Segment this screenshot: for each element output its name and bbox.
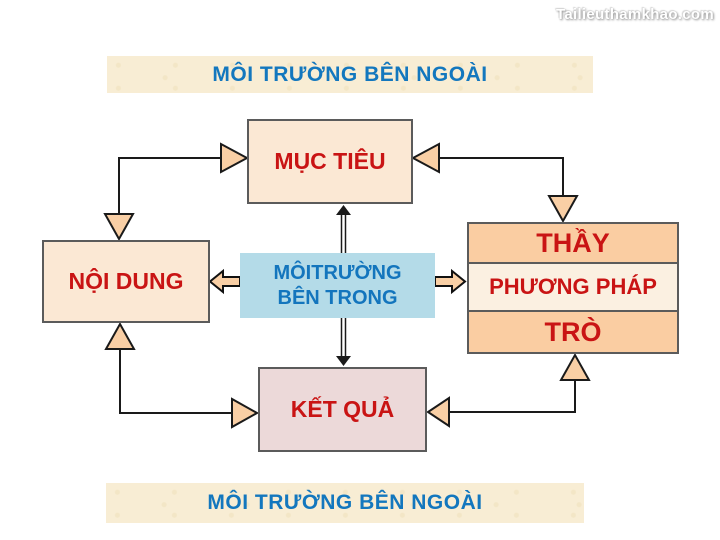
node-ket-qua: KẾT QUẢ — [258, 367, 427, 452]
node-noi-dung: NỘI DUNG — [42, 240, 210, 323]
banner-external-environment-bottom: MÔI TRƯỜNG BÊN NGOÀI — [106, 483, 584, 523]
arrowhead-up-into-tro-icon — [559, 352, 591, 381]
watermark: Tailieuthamkhao.com — [556, 6, 714, 23]
connector-muctieu-thay — [438, 157, 564, 197]
banner-top-label: MÔI TRƯỜNG BÊN NGOÀI — [212, 62, 488, 86]
connector-noidung-ketqua — [119, 348, 232, 414]
node-stack-thay-phuongphap-tro: THẦY PHƯƠNG PHÁP TRÒ — [467, 222, 679, 354]
node-tro: TRÒ — [469, 312, 677, 352]
arrowhead-down-into-noidung-icon — [103, 213, 135, 242]
node-phuong-phap: PHƯƠNG PHÁP — [469, 262, 677, 312]
noi-dung-label: NỘI DUNG — [68, 268, 184, 294]
arrowhead-up-into-muctieu-icon — [336, 205, 351, 215]
banner-external-environment-top: MÔI TRƯỜNG BÊN NGOÀI — [107, 56, 593, 93]
tro-label: TRÒ — [544, 316, 602, 347]
node-thay: THẦY — [469, 224, 677, 262]
arrowhead-up-into-noidung-icon — [104, 321, 136, 350]
moi-truong-ben-trong-line2: BÊN TRONG — [277, 286, 398, 309]
node-muc-tieu: MỤC TIÊU — [247, 119, 413, 204]
phuong-phap-label: PHƯƠNG PHÁP — [489, 274, 657, 299]
node-moi-truong-ben-trong: MÔITRƯỜNG BÊN TRONG — [240, 253, 435, 318]
arrowhead-down-into-thay-icon — [547, 195, 579, 224]
arrowhead-left-into-muctieu-icon — [410, 142, 440, 174]
arrowhead-right-into-ketqua-icon — [231, 397, 260, 429]
ket-qua-label: KẾT QUẢ — [290, 396, 395, 422]
block-arrow-right-icon — [434, 268, 467, 295]
muc-tieu-label: MỤC TIÊU — [274, 148, 386, 174]
connector-muctieu-noidung — [118, 157, 222, 216]
block-arrow-left-icon — [208, 268, 241, 295]
arrowhead-right-into-muctieu-icon — [220, 142, 250, 174]
arrowhead-left-into-ketqua-icon — [426, 396, 450, 428]
banner-bottom-label: MÔI TRƯỜNG BÊN NGOÀI — [207, 491, 483, 514]
moi-truong-ben-trong-line1: MÔITRƯỜNG — [273, 261, 402, 284]
connector-tro-ketqua — [449, 379, 576, 413]
arrowhead-down-into-ketqua-icon — [336, 356, 351, 366]
thay-label: THẦY — [536, 227, 610, 258]
